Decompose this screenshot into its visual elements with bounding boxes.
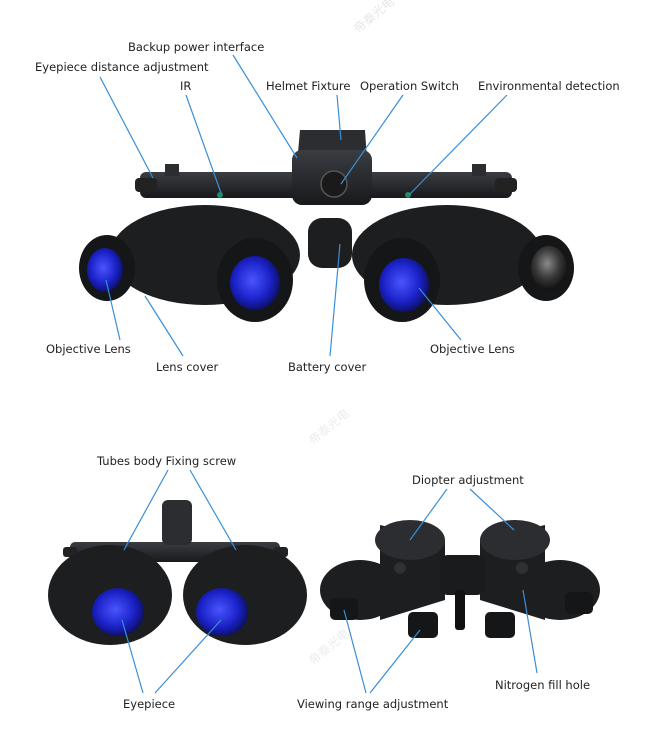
label-objective-lens-left: Objective Lens [46, 342, 131, 356]
br-left-outer-tube [330, 598, 358, 620]
label-environmental-detection: Environmental detection [478, 79, 620, 93]
br-left-inner-tube [408, 612, 438, 638]
line-viewing-left [343, 609, 367, 694]
label-nitrogen-fill: Nitrogen fill hole [495, 678, 591, 692]
label-ir: IR [180, 79, 192, 93]
br-center-bridge [440, 555, 485, 595]
bl-mount [162, 500, 192, 545]
top-operation-knob [320, 170, 348, 198]
br-right-outer-tube [565, 592, 593, 614]
top-goggle [79, 130, 574, 322]
br-left-screw [394, 562, 406, 574]
bottom-right-goggle [320, 520, 600, 638]
br-right-inner-tube [485, 612, 515, 638]
label-objective-lens-right: Objective Lens [430, 342, 515, 356]
line-eyepiece-distance [99, 76, 154, 179]
line-diopter-right [469, 488, 515, 531]
label-operation-switch: Operation Switch [360, 79, 459, 93]
top-left-knob [135, 178, 157, 192]
label-viewing-range: Viewing range adjustment [297, 697, 449, 711]
line-ir [185, 94, 222, 194]
br-right-diopter [480, 520, 550, 560]
top-right-outer-lens [531, 246, 567, 290]
top-right-inner-lens [379, 258, 429, 312]
line-helmet-fixture [336, 94, 342, 141]
br-center-latch [455, 590, 465, 630]
line-backup-power [232, 54, 298, 159]
bl-left-knob [63, 547, 77, 557]
label-eyepiece: Eyepiece [123, 697, 176, 711]
top-left-outer-lens [87, 248, 123, 292]
line-battery-cover [329, 243, 341, 357]
top-left-inner-lens [230, 256, 280, 310]
line-objective-left [105, 279, 121, 341]
line-tubes-screw-left [123, 469, 169, 551]
line-lens-cover [144, 295, 184, 357]
line-viewing-right [369, 629, 421, 694]
line-tubes-screw-right [189, 469, 237, 551]
line-eyepiece-right [154, 619, 222, 694]
top-right-tab [472, 164, 486, 176]
label-lens-cover: Lens cover [156, 360, 219, 374]
label-tubes-body-screw: Tubes body Fixing screw [97, 454, 237, 468]
line-nitrogen [522, 589, 538, 674]
label-diopter-adjustment: Diopter adjustment [412, 473, 524, 487]
line-eyepiece-left [121, 619, 144, 694]
top-ir-led [217, 192, 223, 198]
label-helmet-fixture: Helmet Fixture [266, 79, 351, 93]
callout-lines [99, 54, 538, 694]
line-environmental [408, 94, 508, 196]
label-eyepiece-distance: Eyepiece distance adjustment [35, 60, 209, 74]
line-diopter-left [409, 488, 448, 541]
bottom-left-goggle [48, 500, 307, 645]
line-operation-switch [340, 94, 404, 185]
bl-left-eyepiece [92, 588, 144, 636]
label-battery-cover: Battery cover [288, 360, 367, 374]
top-right-knob [495, 178, 517, 192]
line-objective-right [418, 287, 462, 341]
label-backup-power: Backup power interface [128, 40, 265, 54]
bl-right-housing [183, 545, 307, 645]
top-left-tab [165, 164, 179, 176]
top-env-sensor [405, 192, 411, 198]
br-right-screw [516, 562, 528, 574]
top-battery [308, 218, 352, 268]
bl-right-eyepiece [196, 588, 248, 636]
